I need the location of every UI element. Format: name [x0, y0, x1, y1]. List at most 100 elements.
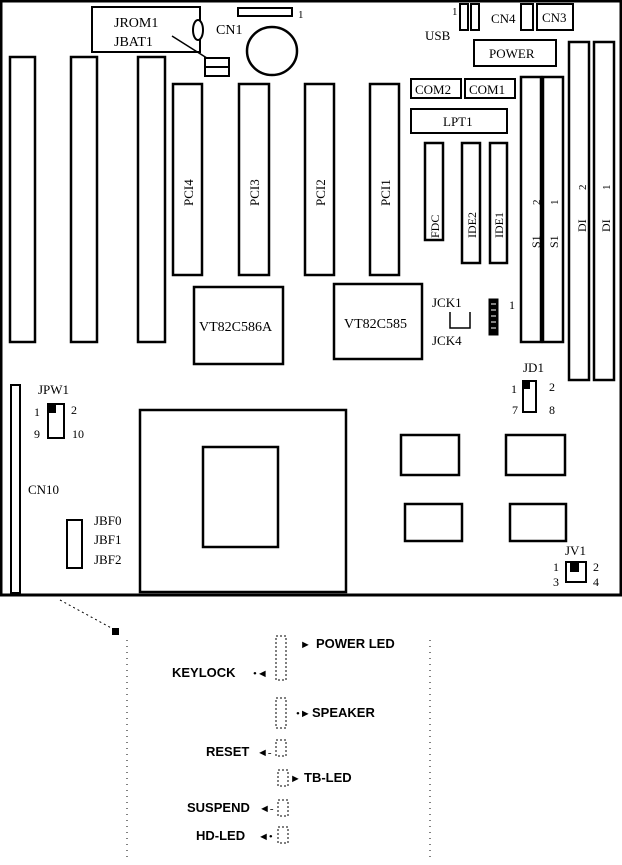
pci3-slot [237, 82, 271, 277]
usb-pin1: 1 [452, 6, 458, 18]
keylock-label: KEYLOCK [172, 665, 236, 680]
jv1-label: JV1 [565, 543, 586, 558]
jrom-jbat-box [91, 6, 201, 53]
ide1-label: IDE1 [492, 212, 506, 238]
pci1-slot [368, 82, 401, 277]
jbf-jumper [66, 519, 83, 569]
callout-line [59, 599, 116, 631]
tb-led-label: TB-LED [304, 770, 352, 785]
pci4-label: PCI4 [181, 179, 196, 206]
usb-header-b [470, 3, 480, 31]
cn3-box [536, 3, 574, 31]
reset-arrow-icon: ◄- [257, 747, 272, 759]
callout-marker [112, 628, 119, 635]
simm-s1-a [519, 75, 543, 344]
lpt1-label: LPT1 [443, 114, 473, 129]
jd1-pin2: 2 [549, 380, 555, 394]
jpw1-pin1-marker [48, 404, 56, 413]
front-panel-header [275, 635, 289, 844]
jbf0-label: JBF0 [94, 513, 121, 528]
lpt1-connector [410, 108, 508, 134]
sram-chip-3 [403, 502, 464, 543]
vt82c585-label: VT82C585 [344, 317, 407, 332]
ide1-connector [488, 141, 509, 265]
jv1-pin1-marker [570, 563, 579, 572]
sram-chip-4 [508, 502, 568, 543]
speaker-arrow-icon: •► [296, 708, 311, 720]
jd1-label: JD1 [523, 360, 544, 375]
jbat1-label: JBAT1 [114, 35, 153, 50]
jv1-pin2: 2 [593, 560, 599, 574]
dimm-di-a [567, 40, 591, 382]
com2-connector [410, 78, 462, 99]
sram-chip-2 [504, 433, 567, 477]
pci2-slot [303, 82, 336, 277]
cn4-label: CN4 [491, 11, 516, 26]
jbf2-label: JBF2 [94, 552, 121, 567]
dib-label: DI [599, 219, 613, 232]
keylock-arrow-icon: •◄ [253, 668, 268, 680]
dimm-di-b [592, 40, 616, 382]
jv1-pin4: 4 [593, 575, 599, 589]
pci1-label: PCI1 [378, 179, 393, 206]
power-label: POWER [489, 46, 535, 61]
dib-pin1: 1 [601, 185, 613, 191]
jv1-pin1: 1 [553, 560, 559, 574]
com1-label: COM1 [469, 82, 505, 97]
pci3-label: PCI3 [247, 179, 262, 206]
jd1-pin1: 1 [511, 382, 517, 396]
jrom-oval [192, 19, 204, 41]
hd-led-arrow-icon: ◄• [258, 831, 273, 843]
dia-pin2: 2 [577, 185, 589, 191]
ide2-label: IDE2 [465, 212, 479, 238]
pci4-slot [171, 82, 204, 277]
power-led-arrow-icon: ► [300, 639, 311, 651]
vt82c586a-label: VT82C586A [199, 320, 273, 335]
jpw1-label: JPW1 [38, 382, 69, 397]
cn1-connector [237, 7, 293, 17]
jd1-pin1-marker [523, 381, 530, 389]
power-led-label: POWER LED [316, 636, 395, 651]
jrom1-label: JROM1 [114, 16, 158, 31]
tb-led-arrow-icon: ► [290, 773, 301, 785]
isa-slot-1 [8, 55, 37, 344]
jd1-pin8: 8 [549, 403, 555, 417]
jbf1-label: JBF1 [94, 532, 121, 547]
com2-label: COM2 [415, 82, 451, 97]
jpw1-pin1: 1 [34, 405, 40, 419]
pci2-label: PCI2 [313, 179, 328, 206]
cn1-label: CN1 [216, 23, 242, 38]
jd1-pin7: 7 [512, 403, 518, 417]
isa-slot-3 [136, 55, 167, 344]
usb-label: USB [425, 28, 451, 43]
cn1-pin1: 1 [298, 9, 304, 21]
suspend-arrow-icon: ◄- [259, 803, 274, 815]
jck-bracket [449, 312, 471, 329]
fdc-connector [423, 141, 445, 242]
vt82c586a-chip [192, 285, 285, 366]
jpw1-pin10: 10 [72, 427, 84, 441]
s1b-pin1: 1 [549, 200, 561, 206]
dia-label: DI [575, 219, 589, 232]
speaker-label: SPEAKER [312, 705, 375, 720]
jpw1-pin9: 9 [34, 427, 40, 441]
cn10-label: CN10 [28, 482, 59, 497]
cn10-header [10, 384, 21, 594]
jbat-arrow [171, 35, 211, 61]
vt82c585-chip [332, 282, 424, 361]
usb-header-a [459, 3, 469, 31]
ide2-connector [460, 141, 482, 265]
power-connector [473, 39, 557, 67]
battery [245, 25, 299, 77]
reset-label: RESET [206, 744, 249, 759]
jck-header [488, 298, 499, 336]
s1a-pin2: 2 [531, 200, 543, 206]
cpu-socket-core [201, 445, 280, 549]
jck1-label: JCK1 [432, 295, 462, 310]
com1-connector [464, 78, 516, 99]
jck-pin1: 1 [509, 298, 515, 312]
s1a-label: S1 [529, 235, 543, 248]
sram-chip-1 [399, 433, 461, 477]
simm-s1-b [541, 75, 565, 344]
